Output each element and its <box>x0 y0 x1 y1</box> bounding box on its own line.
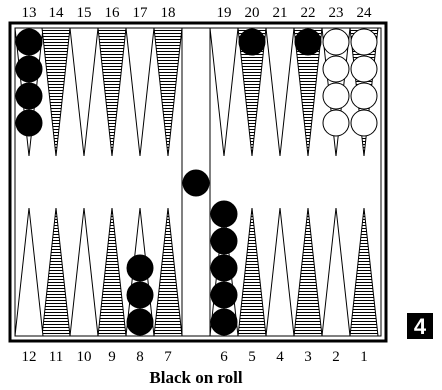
black-checker[interactable] <box>210 308 238 336</box>
die-value: 4 <box>414 314 427 339</box>
point-label-7: 7 <box>164 349 172 365</box>
point-label-3: 3 <box>304 349 312 365</box>
white-checker[interactable] <box>322 82 350 110</box>
point-label-4: 4 <box>276 349 284 365</box>
die-face <box>407 313 433 339</box>
white-checker[interactable] <box>350 55 378 83</box>
point-label-15: 15 <box>77 5 92 21</box>
point-18[interactable] <box>153 27 183 157</box>
point-label-9: 9 <box>108 349 116 365</box>
turn-caption: Black on roll <box>149 368 242 387</box>
point-1[interactable] <box>349 207 379 337</box>
point-label-22: 22 <box>301 5 316 21</box>
point-14[interactable] <box>41 27 71 157</box>
black-checker[interactable] <box>126 281 154 309</box>
black-checker[interactable] <box>210 281 238 309</box>
point-label-19: 19 <box>217 5 232 21</box>
white-checker[interactable] <box>322 28 350 56</box>
point-label-17: 17 <box>133 5 149 21</box>
point-3[interactable] <box>293 207 323 337</box>
point-10[interactable] <box>69 207 99 337</box>
point-20[interactable] <box>237 27 267 157</box>
point-9[interactable] <box>97 207 127 337</box>
point-label-21: 21 <box>273 5 288 21</box>
black-checker[interactable] <box>210 254 238 282</box>
board-inner-frame <box>14 27 382 337</box>
point-label-18: 18 <box>161 5 176 21</box>
point-7[interactable] <box>153 207 183 337</box>
white-checker[interactable] <box>350 82 378 110</box>
black-checker[interactable] <box>15 109 43 137</box>
die: 4 <box>407 313 433 339</box>
point-12[interactable] <box>14 207 44 337</box>
point-label-2: 2 <box>332 349 340 365</box>
black-checker[interactable] <box>294 28 322 56</box>
point-11[interactable] <box>41 207 71 337</box>
point-label-8: 8 <box>136 349 144 365</box>
black-checker[interactable] <box>126 308 154 336</box>
black-checker[interactable] <box>15 55 43 83</box>
point-label-14: 14 <box>49 5 65 21</box>
point-label-13: 13 <box>22 5 37 21</box>
point-5[interactable] <box>237 207 267 337</box>
black-checker[interactable] <box>15 28 43 56</box>
point-label-12: 12 <box>22 349 37 365</box>
point-label-10: 10 <box>77 349 92 365</box>
point-19[interactable] <box>209 27 239 157</box>
white-checker[interactable] <box>350 109 378 137</box>
point-label-1: 1 <box>360 349 368 365</box>
point-22[interactable] <box>293 27 323 157</box>
point-2[interactable] <box>321 207 351 337</box>
point-label-23: 23 <box>329 5 344 21</box>
white-checker[interactable] <box>322 109 350 137</box>
white-checker[interactable] <box>350 28 378 56</box>
point-16[interactable] <box>97 27 127 157</box>
black-checker[interactable] <box>126 254 154 282</box>
point-label-6: 6 <box>220 349 228 365</box>
point-4[interactable] <box>265 207 295 337</box>
black-checker[interactable] <box>15 82 43 110</box>
point-label-5: 5 <box>248 349 256 365</box>
black-checker[interactable] <box>210 200 238 228</box>
black-checker[interactable] <box>210 227 238 255</box>
point-21[interactable] <box>265 27 295 157</box>
black-checker[interactable] <box>238 28 266 56</box>
point-15[interactable] <box>69 27 99 157</box>
white-checker[interactable] <box>322 55 350 83</box>
point-label-16: 16 <box>105 5 121 21</box>
point-label-24: 24 <box>357 5 373 21</box>
black-checker-on-bar[interactable] <box>182 169 210 197</box>
point-label-20: 20 <box>245 5 260 21</box>
point-label-11: 11 <box>49 349 63 365</box>
point-17[interactable] <box>125 27 155 157</box>
